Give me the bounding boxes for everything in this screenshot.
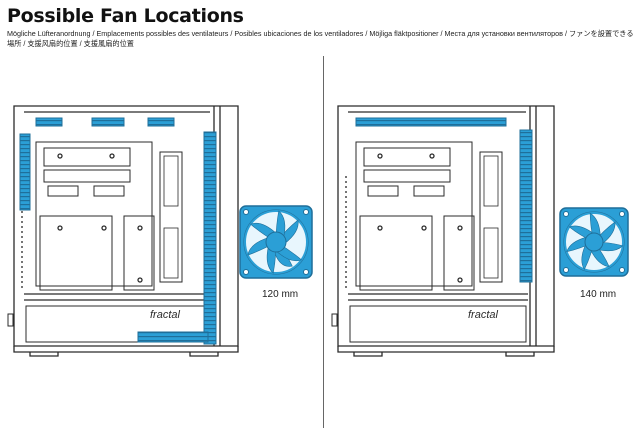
fan-mount-top-3: [147, 117, 175, 127]
fan-mount-top-2: [91, 117, 125, 127]
multilingual-subtitle: Mögliche Lüfteranordnung / Emplacements …: [7, 29, 634, 48]
case-logo-text-140: fractal: [468, 309, 499, 321]
pc-case-outline-140: [331, 105, 555, 357]
fan-mount-front: [203, 131, 217, 345]
fan-120mm-icon: [239, 205, 313, 279]
fan-size-label-120: 120 mm: [262, 289, 299, 300]
fan-mount-front-140: [519, 129, 533, 283]
case-diagram-140mm: fractal: [331, 105, 629, 357]
case-diagram-120mm: fractal: [7, 105, 313, 357]
fan-mount-top-1: [35, 117, 63, 127]
case-logo-text: fractal: [150, 309, 181, 321]
fan-mount-rear: [19, 133, 31, 211]
fan-mount-top-140: [355, 117, 507, 127]
panel-140mm: fractal 140 mm: [324, 56, 640, 428]
fan-size-label-140: 140 mm: [580, 289, 617, 300]
fan-mounts-top: [35, 117, 175, 127]
pc-case-outline: [7, 105, 239, 357]
panel-divider: [323, 56, 324, 428]
page-title: Possible Fan Locations: [7, 5, 244, 27]
panel-120mm: fractal: [0, 56, 320, 428]
fan-140mm-icon: [559, 207, 629, 277]
fan-mount-bottom: [137, 331, 209, 343]
